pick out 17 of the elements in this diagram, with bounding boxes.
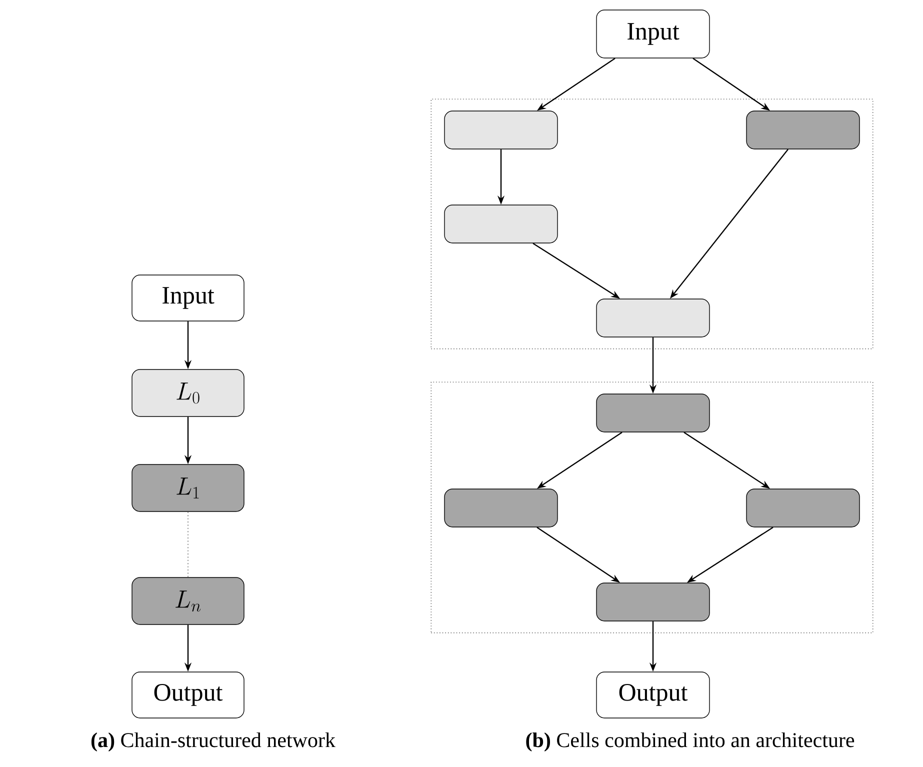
operation-box — [746, 488, 860, 528]
operation-box — [444, 110, 558, 150]
operation-box — [596, 582, 710, 622]
operation-box — [746, 110, 860, 150]
operation-box — [444, 204, 558, 244]
operation-box — [596, 394, 710, 432]
operation-box — [596, 298, 710, 338]
layer-box: $L_n$ — [132, 577, 244, 625]
cell-frame — [430, 98, 874, 350]
operation-box — [444, 488, 558, 528]
terminal-box: Input — [596, 10, 710, 58]
cell-frame — [430, 382, 874, 634]
terminal-box: Output — [596, 672, 710, 718]
terminal-box: Input — [132, 274, 244, 322]
terminal-box: Output — [132, 672, 244, 718]
layer-box: $L_1$ — [132, 464, 244, 512]
layer-box: $L_0$ — [132, 369, 244, 417]
